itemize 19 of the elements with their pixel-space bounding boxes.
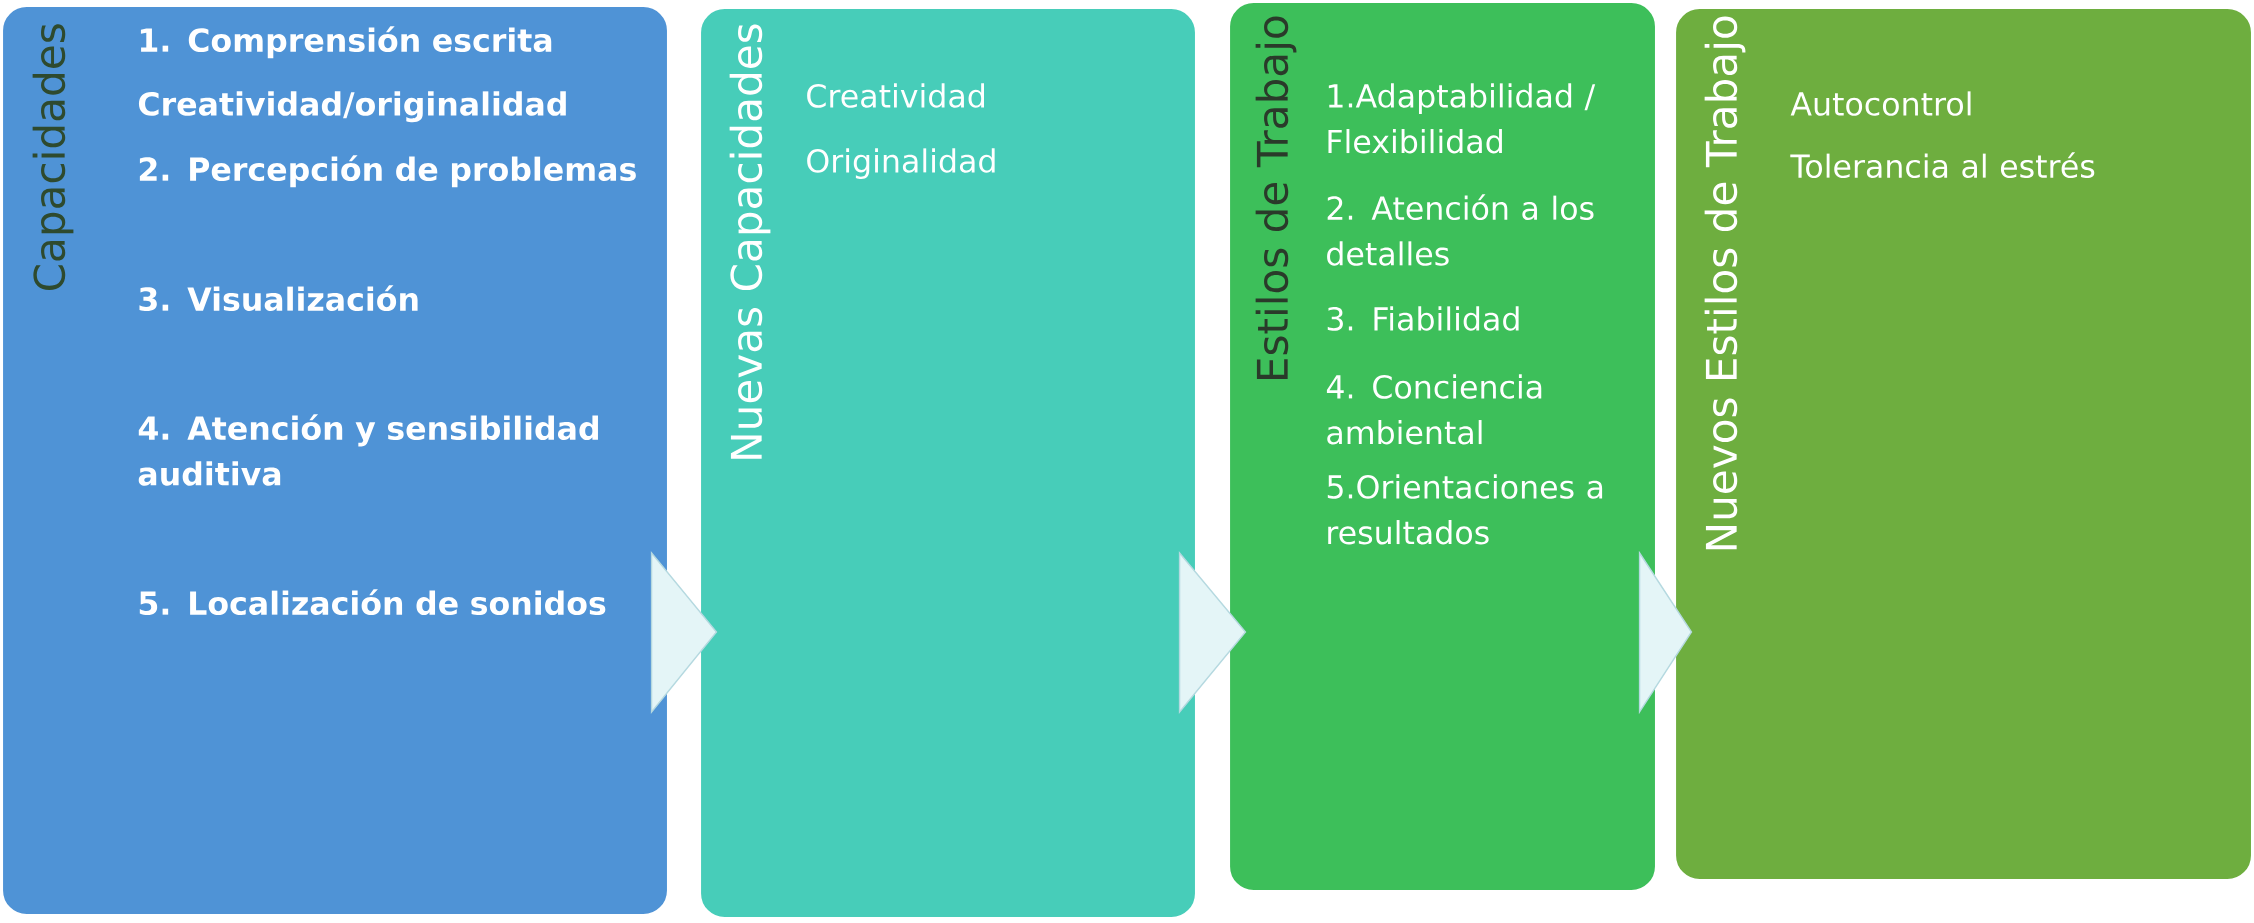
list-item: 5. Localización de sonidos (139, 589, 606, 616)
list-item: 3. Visualización (139, 285, 418, 312)
list-item: Originalidad (807, 148, 995, 179)
list-item: 1. Comprensión escrita (140, 26, 552, 59)
list-item: Creatividad/originalidad (138, 91, 566, 123)
list-item: 4. Atención y sensibilidad auditiva (138, 414, 598, 486)
panel-heading: Nuevas Capacidades (729, 24, 771, 459)
panel-heading: Capacidades (32, 24, 74, 291)
list-item: Creatividad (807, 83, 984, 108)
panel-heading: Nuevos Estilos de Trabajo (1704, 16, 1746, 550)
list-item: 4. Conciencia ambiental (1326, 374, 1542, 445)
list-item: 1.Adaptabilidad / Flexibilidad (1328, 83, 1596, 154)
list-item: Autocontrol (1790, 91, 1971, 116)
list-item: Tolerancia al estrés (1790, 152, 2095, 179)
panel-heading: Estilos de Trabajo (1255, 16, 1297, 379)
list-item: 5.Orientaciones a resultados (1327, 474, 1603, 545)
list-item: 2. Atención a los detalles (1327, 194, 1594, 266)
list-item: 2. Percepción de problemas (139, 155, 636, 188)
list-item: 3. Fiabilidad (1327, 306, 1519, 331)
